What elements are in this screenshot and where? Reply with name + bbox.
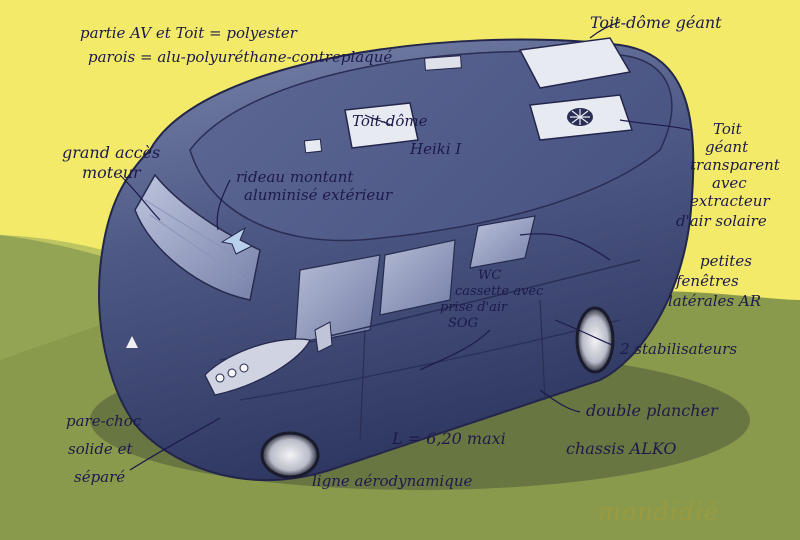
annotation-side-windows-1: petites	[700, 252, 752, 270]
vehicle-roof	[189, 50, 673, 242]
annotation-double-floor: double plancher	[586, 401, 718, 420]
solar-extractor-icon	[567, 108, 593, 126]
rear-wheel	[575, 306, 615, 374]
annotation-side-windows-2: fenêtres	[676, 272, 739, 290]
annotation-length: L = 6,20 maxi	[392, 429, 506, 448]
annotation-engine-access-2: moteur	[82, 163, 141, 182]
annotation-bumper-3: séparé	[74, 468, 126, 486]
annotation-transparent-roof-1: Toit	[713, 120, 742, 138]
roof-vent	[303, 138, 323, 154]
giant-dome-window	[518, 37, 632, 89]
side-window-middle	[379, 239, 456, 316]
side-window-rear	[469, 215, 536, 269]
annotation-transparent-roof-6: d'air solaire	[676, 212, 767, 230]
annotation-transparent-roof-5: extracteur	[690, 192, 770, 210]
annotation-heki: Heiki I	[410, 140, 462, 158]
annotation-materials-front-roof: partie AV et Toit = polyester	[80, 24, 297, 42]
mirror	[314, 321, 333, 353]
annotation-chassis: chassis ALKO	[566, 439, 677, 458]
annotation-bumper-2: solide et	[68, 440, 133, 458]
annotation-giant-dome: Toit-dôme géant	[590, 13, 722, 32]
front-logo	[126, 336, 138, 348]
annotation-transparent-roof-2: géant	[705, 138, 749, 156]
annotation-transparent-roof-4: avec	[712, 174, 747, 192]
annotation-aero-line: ligne aérodynamique	[312, 472, 473, 490]
side-window-front	[294, 254, 381, 346]
annotation-wc-2: cassette avec	[455, 284, 544, 299]
headlight-3	[239, 363, 249, 373]
headlight-2	[227, 368, 237, 378]
door-outline	[359, 299, 546, 441]
front-wheel	[260, 431, 320, 479]
annotation-wc-1: WC	[478, 268, 502, 283]
artist-signature: mondidié	[598, 498, 719, 526]
headlight-1	[215, 373, 225, 383]
annotation-materials-walls: parois = alu-polyuréthane-contreplaqué	[88, 48, 393, 66]
annotation-wc-3: prise d'air	[440, 300, 508, 315]
annotation-stabilizers: 2 stabilisateurs	[620, 340, 738, 358]
annotation-bumper-1: pare-choc	[66, 412, 142, 430]
annotation-wc-4: SOG	[448, 316, 478, 331]
headlight-cluster	[204, 338, 311, 396]
annotation-blind-2: aluminisé extérieur	[244, 186, 393, 204]
annotation-blind-1: rideau montant	[236, 168, 354, 186]
annotation-dome-roof: Toit-dôme	[352, 112, 428, 130]
annotation-engine-access-1: grand accès	[62, 143, 161, 162]
annotation-transparent-roof-3: transparent	[690, 156, 780, 174]
blind-arrow	[220, 226, 254, 255]
leader-lines	[119, 21, 691, 471]
annotation-side-windows-3: latérales AR	[668, 292, 762, 310]
roof-hatch-top	[424, 55, 462, 71]
dome-window	[344, 102, 419, 149]
